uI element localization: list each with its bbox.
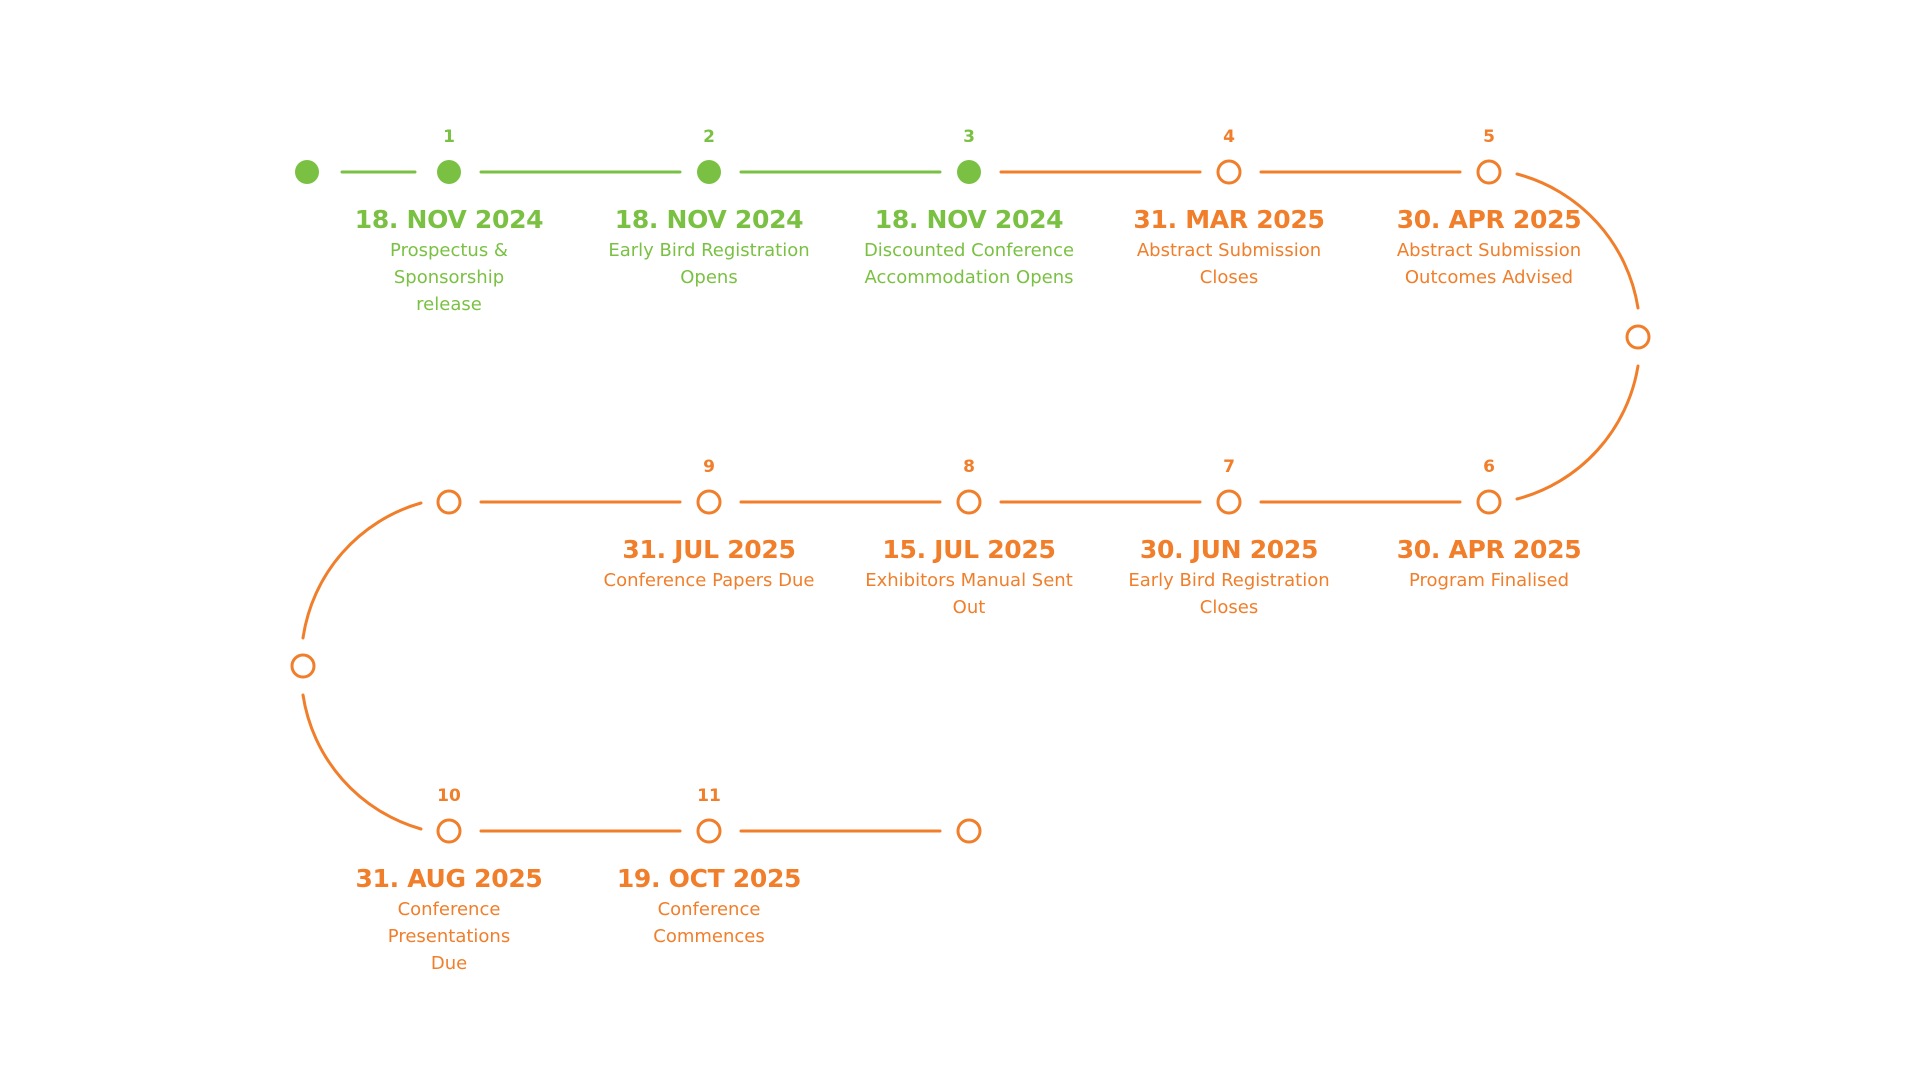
milestone-node	[697, 160, 721, 184]
milestone-number: 1	[443, 127, 455, 147]
milestone-number: 10	[437, 786, 461, 806]
curve-node	[290, 653, 316, 679]
milestone-date: 30. JUN 2025	[1139, 535, 1319, 564]
start-node	[295, 160, 319, 184]
milestone-description: Early Bird Registration Closes	[1128, 570, 1330, 618]
milestone-node	[1216, 489, 1242, 515]
milestone-node	[956, 489, 982, 515]
milestone-description: Program Finalised	[1408, 570, 1570, 591]
milestone-node	[437, 160, 461, 184]
milestone-node	[696, 818, 722, 844]
milestone-date: 31. AUG 2025	[355, 864, 543, 893]
milestone-number: 8	[963, 457, 975, 477]
milestone-number: 3	[963, 127, 975, 147]
milestone-date: 18. NOV 2024	[354, 205, 544, 234]
milestone-description: Abstract Submission Closes	[1136, 240, 1322, 288]
milestone-date: 18. NOV 2024	[614, 205, 804, 234]
milestone-number: 4	[1223, 127, 1235, 147]
milestone-description: Discounted Conference Accommodation Open…	[863, 240, 1075, 288]
milestone-description: Conference Papers Due	[603, 570, 815, 591]
end-node	[956, 818, 982, 844]
track-curve	[1515, 364, 1640, 501]
timeline-track	[301, 170, 1640, 833]
milestone-number: 7	[1223, 457, 1235, 477]
row-start-node	[436, 489, 462, 515]
milestone-description: Conference Presentations Due	[387, 899, 511, 974]
milestone-number: 9	[703, 457, 715, 477]
milestone-node	[1216, 159, 1242, 185]
milestone-description: Early Bird Registration Opens	[608, 240, 810, 288]
track-curve	[301, 501, 423, 640]
curve-node	[1625, 324, 1651, 350]
milestone-date: 19. OCT 2025	[616, 864, 802, 893]
milestone-node	[696, 489, 722, 515]
milestone-number: 2	[703, 127, 715, 147]
milestone-number: 11	[697, 786, 721, 806]
milestone-description: Prospectus & Sponsorship release	[390, 240, 508, 315]
milestone-date: 30. APR 2025	[1396, 205, 1582, 234]
timeline-nodes	[290, 159, 1651, 844]
milestone-node	[1476, 159, 1502, 185]
milestone-node	[957, 160, 981, 184]
track-curve	[301, 693, 423, 831]
milestone-number: 6	[1483, 457, 1495, 477]
milestone-date: 15. JUL 2025	[882, 535, 1056, 564]
track-curve	[1515, 172, 1640, 310]
milestone-node	[436, 818, 462, 844]
milestone-description: Conference Commences	[653, 899, 765, 947]
milestone-date: 31. JUL 2025	[622, 535, 796, 564]
milestone-date: 31. MAR 2025	[1133, 205, 1325, 234]
milestone-node	[1476, 489, 1502, 515]
milestone-date: 18. NOV 2024	[874, 205, 1064, 234]
milestone-description: Abstract Submission Outcomes Advised	[1396, 240, 1582, 288]
milestone-number: 5	[1483, 127, 1495, 147]
milestone-description: Exhibitors Manual Sent Out	[865, 570, 1073, 618]
milestone-date: 30. APR 2025	[1396, 535, 1582, 564]
